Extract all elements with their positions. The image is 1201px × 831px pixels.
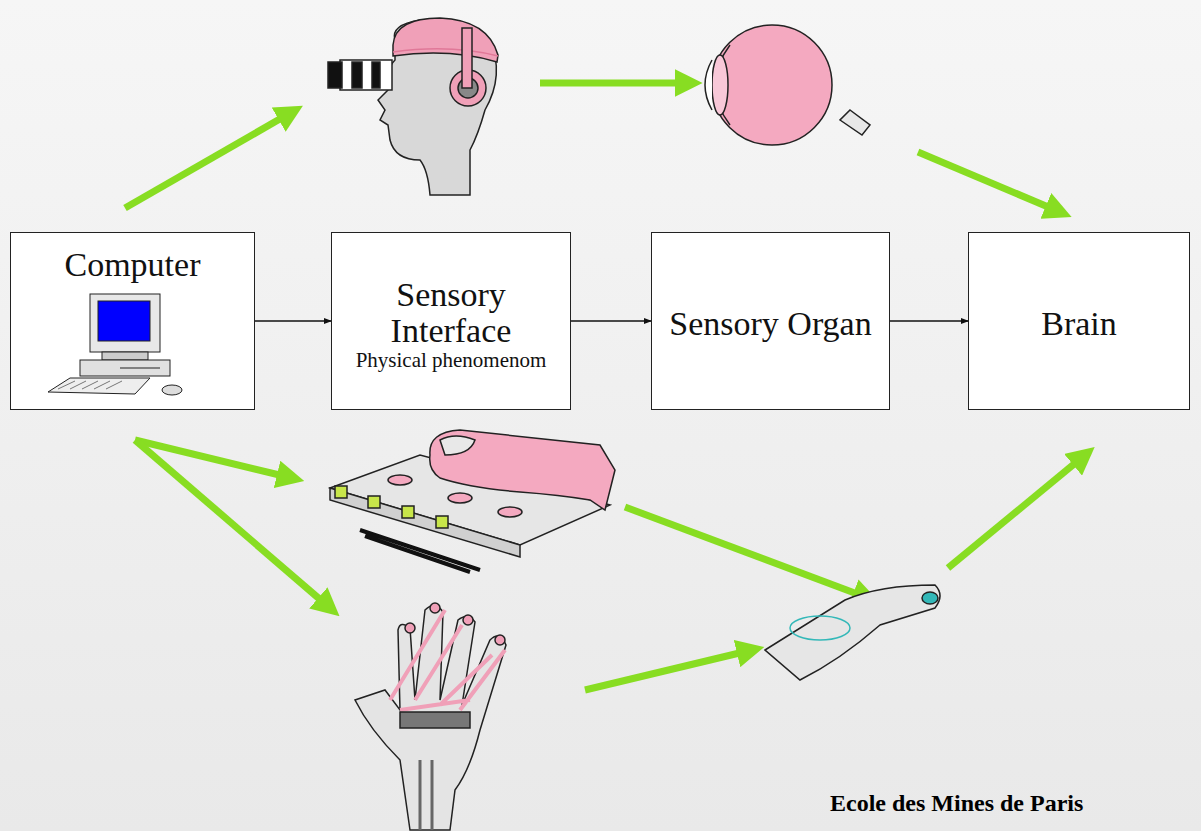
process-box: Sensory Organ: [651, 232, 890, 410]
flow-arrow: [890, 320, 968, 321]
finger: [765, 585, 940, 680]
box-title: Sensory Interface: [339, 277, 563, 348]
head-mounted-display: [328, 18, 498, 195]
box-title: Computer: [65, 247, 201, 283]
flow-arrow: [571, 320, 651, 321]
computer-icon: [40, 292, 200, 402]
process-box: Brain: [968, 232, 1190, 410]
credit-label: Ecole des Mines de Paris: [830, 790, 1083, 817]
box-title: Sensory Organ: [669, 306, 871, 342]
flow-arrow: [255, 320, 331, 321]
data-glove: [355, 603, 506, 830]
process-box: Sensory InterfacePhysical phenomenom: [331, 232, 571, 410]
box-subtitle: Physical phenomenom: [356, 349, 547, 371]
box-title: Brain: [1041, 306, 1117, 342]
green-arrows: [125, 83, 1085, 690]
eye: [705, 25, 870, 145]
tactile-display: [330, 430, 615, 572]
